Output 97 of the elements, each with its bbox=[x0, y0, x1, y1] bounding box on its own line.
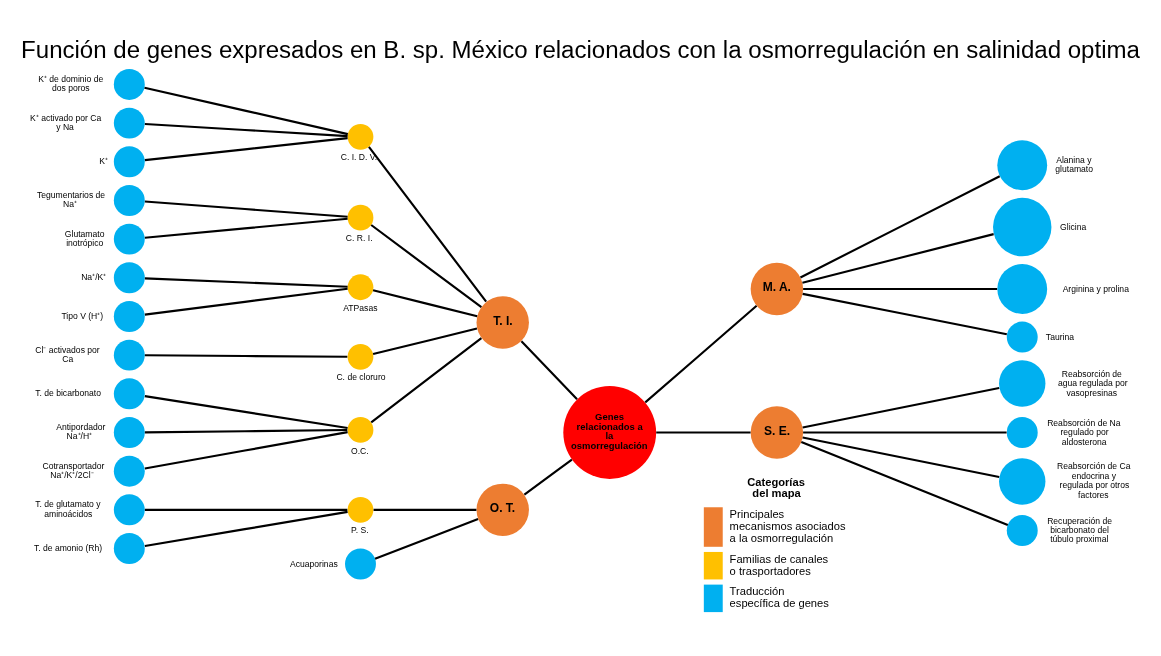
connector bbox=[802, 386, 1000, 429]
node-label: O.C. bbox=[351, 445, 369, 456]
node-circle bbox=[113, 377, 145, 409]
node-label: Na⁺/K⁺ bbox=[81, 271, 107, 282]
node-label: Tegumentarios de Na⁺ bbox=[36, 189, 106, 209]
node-circle bbox=[113, 339, 145, 371]
connector bbox=[372, 288, 478, 317]
connector bbox=[370, 336, 483, 423]
connector bbox=[644, 304, 758, 403]
node-label: Reabsorción de agua regulada por vasopresinas bbox=[1057, 368, 1128, 398]
connector bbox=[144, 199, 348, 218]
connector bbox=[803, 430, 1007, 434]
node-circle bbox=[113, 223, 145, 255]
node-circle bbox=[1006, 514, 1038, 546]
node-circle: M. A. bbox=[750, 262, 804, 315]
node-label: K⁺ activado por Ca y Na bbox=[30, 112, 102, 132]
node-circle: T. I. bbox=[476, 295, 529, 349]
node-circle bbox=[113, 68, 145, 100]
node-label: C. de cloruro bbox=[336, 371, 386, 382]
node-label: ATPasas bbox=[343, 302, 378, 313]
node-circle bbox=[347, 496, 374, 523]
node-circle bbox=[113, 184, 145, 216]
node-circle bbox=[997, 263, 1048, 314]
connector bbox=[803, 287, 998, 290]
connector bbox=[802, 435, 1000, 478]
legend-label: Traducción específica de genes bbox=[729, 584, 829, 609]
node-label: Reabsorción de Na regulado por aldosterona bbox=[1047, 417, 1121, 447]
connector bbox=[802, 292, 1007, 335]
legend-label: Familias de canales o trasportadores bbox=[729, 552, 829, 577]
node-label: T. de bicarbonato bbox=[35, 387, 102, 398]
node-circle bbox=[113, 455, 145, 487]
label: Categorías del mapa bbox=[747, 475, 805, 499]
connector bbox=[144, 508, 348, 511]
node-circle: Genes relacionados a la osmorregulación bbox=[563, 385, 657, 479]
connector bbox=[520, 339, 578, 400]
node-label: C. R. I. bbox=[345, 232, 373, 243]
node-label: Glutamato inotrópico bbox=[64, 228, 105, 248]
node-label: Glicina bbox=[1060, 221, 1087, 232]
node-label: Recuperación de bicarbonato del túbulo proximal bbox=[1047, 515, 1113, 544]
connector bbox=[802, 232, 994, 284]
connector bbox=[373, 508, 477, 511]
node-label: Cotransportador Na⁺/K⁺/2Cl⁻ bbox=[42, 460, 105, 480]
node-label: T. de glutamato y aminoácidos bbox=[35, 498, 101, 519]
connector bbox=[144, 428, 348, 433]
connector bbox=[656, 430, 751, 434]
node-circle bbox=[113, 261, 145, 293]
connector bbox=[144, 394, 348, 429]
node-label: Tipo V (H⁺) bbox=[61, 310, 104, 321]
connector bbox=[523, 458, 573, 495]
node-label: Arginina y prolina bbox=[1062, 283, 1129, 294]
node-label: Cl⁻ activados por Ca bbox=[35, 344, 100, 364]
connector bbox=[144, 276, 348, 288]
connector bbox=[144, 136, 348, 161]
node-label: Alanina y glutamato bbox=[1055, 154, 1093, 174]
node-label: P. S. bbox=[351, 524, 369, 535]
node-label: Reabsorción de Ca endocrina y regulada por otros factores bbox=[1057, 460, 1131, 500]
node-label: Antipordador Na⁺/H⁺ bbox=[56, 421, 106, 441]
node-circle bbox=[997, 139, 1048, 190]
node-label: K⁺ de dominio de dos poros bbox=[38, 73, 104, 93]
connector bbox=[368, 145, 487, 302]
node-circle bbox=[1006, 416, 1038, 448]
node-circle bbox=[345, 548, 376, 579]
connector bbox=[144, 430, 348, 470]
node-label: T. de amonio (Rh) bbox=[33, 542, 103, 553]
connector bbox=[372, 327, 478, 355]
node-label: Taurina bbox=[1045, 331, 1075, 342]
node-circle bbox=[347, 123, 374, 150]
node-circle bbox=[113, 300, 145, 332]
node-circle bbox=[347, 343, 374, 370]
node-circle bbox=[113, 532, 145, 564]
diagram-title: Función de genes expresados en B. sp. México relacionados con la osmorregulación en salinidad optima bbox=[21, 35, 1140, 63]
node-circle: O. T. bbox=[476, 483, 529, 536]
legend-label: Principales mecanismos asociados a la osmorregulación bbox=[729, 507, 846, 544]
node-circle bbox=[347, 204, 374, 231]
connector bbox=[370, 223, 483, 308]
node-circle bbox=[113, 493, 145, 525]
node-circle bbox=[1006, 321, 1038, 353]
node-circle: S. E. bbox=[750, 405, 804, 459]
node-circle bbox=[113, 107, 145, 139]
node-circle bbox=[993, 197, 1052, 256]
connector bbox=[144, 122, 348, 137]
connector bbox=[144, 510, 348, 547]
node-circle bbox=[999, 457, 1046, 505]
connector bbox=[144, 287, 348, 316]
node-label: Acuaporinas bbox=[290, 558, 338, 569]
connector bbox=[144, 86, 349, 135]
node-circle bbox=[347, 273, 374, 300]
connector bbox=[800, 440, 1009, 526]
connector bbox=[144, 353, 348, 358]
node-circle bbox=[347, 416, 374, 443]
node-circle bbox=[113, 416, 145, 448]
connector bbox=[374, 517, 479, 560]
node-circle bbox=[999, 359, 1046, 407]
node-circle bbox=[113, 145, 145, 177]
connector bbox=[799, 174, 1001, 278]
connector bbox=[144, 217, 348, 239]
node-label: K⁺ bbox=[99, 155, 108, 166]
